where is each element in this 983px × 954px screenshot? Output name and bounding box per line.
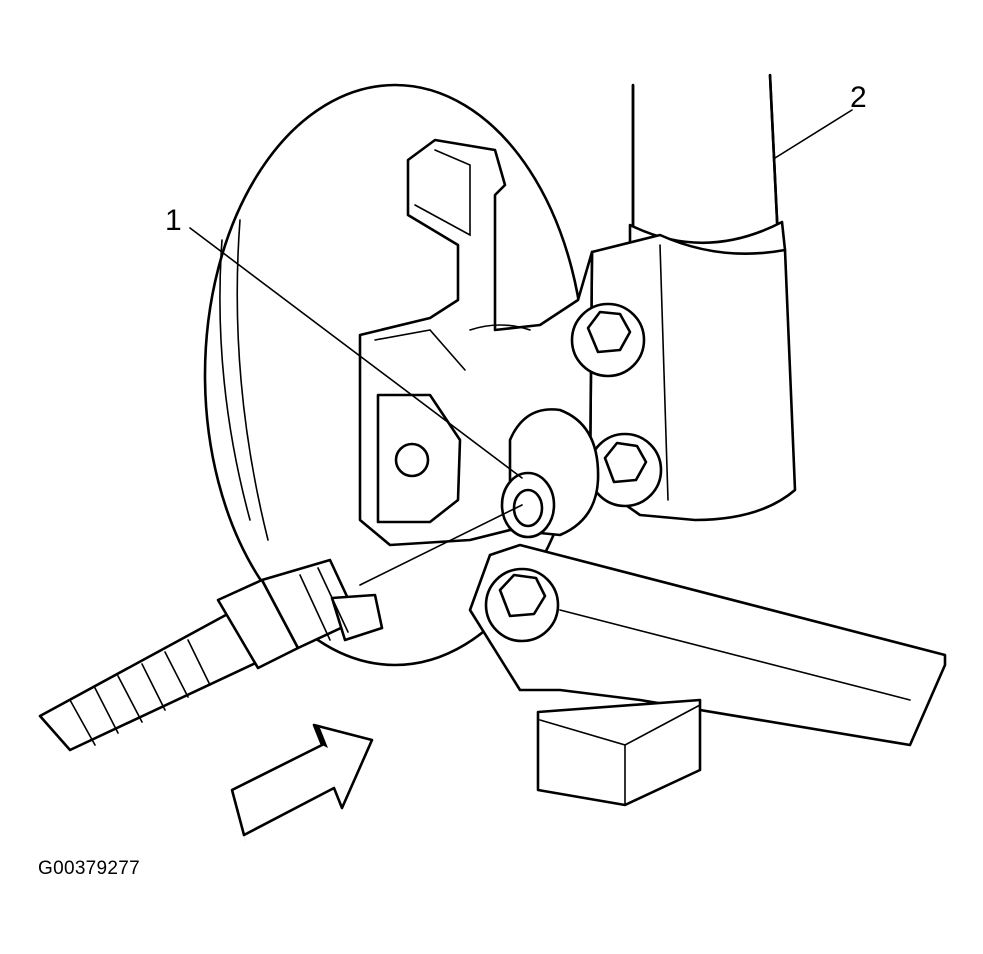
callout-number-2: 2 bbox=[850, 81, 867, 114]
callout-leader-2 bbox=[774, 109, 853, 159]
figure-id-label: G00379277 bbox=[38, 858, 141, 879]
cable-end-fitting bbox=[500, 408, 600, 539]
control-arm bbox=[468, 543, 947, 807]
callout-leader-1 bbox=[189, 227, 523, 479]
parking-brake-cable bbox=[38, 504, 523, 752]
direction-arrow-icon bbox=[230, 723, 374, 843]
callout-number-1: 1 bbox=[165, 204, 182, 237]
lower-bolt bbox=[587, 432, 663, 508]
upper-bolt bbox=[570, 302, 646, 378]
